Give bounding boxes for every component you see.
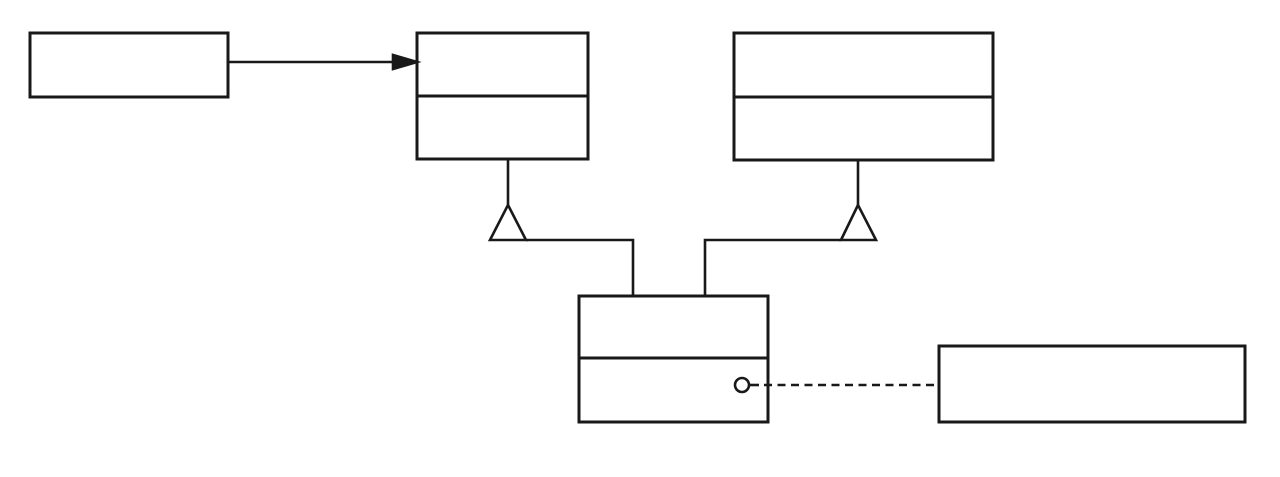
generalization-left-elbow [526, 238, 635, 297]
generalization-right-elbow [703, 238, 841, 297]
class-box-bottom-right-rect [937, 344, 1247, 424]
generalization-left-triangle-icon [487, 202, 529, 242]
generalization-right-triangle-icon [838, 202, 879, 242]
class-box-upper-right [732, 31, 995, 162]
class-box-upper-left [415, 31, 590, 161]
association-arrowhead-icon [391, 53, 422, 71]
lollipop-circle-icon [733, 376, 751, 394]
class-box-top-left [28, 31, 230, 99]
class-box-center [577, 294, 770, 424]
class-box-bottom-right [937, 344, 1247, 424]
class-box-top-left-rect [28, 31, 230, 99]
